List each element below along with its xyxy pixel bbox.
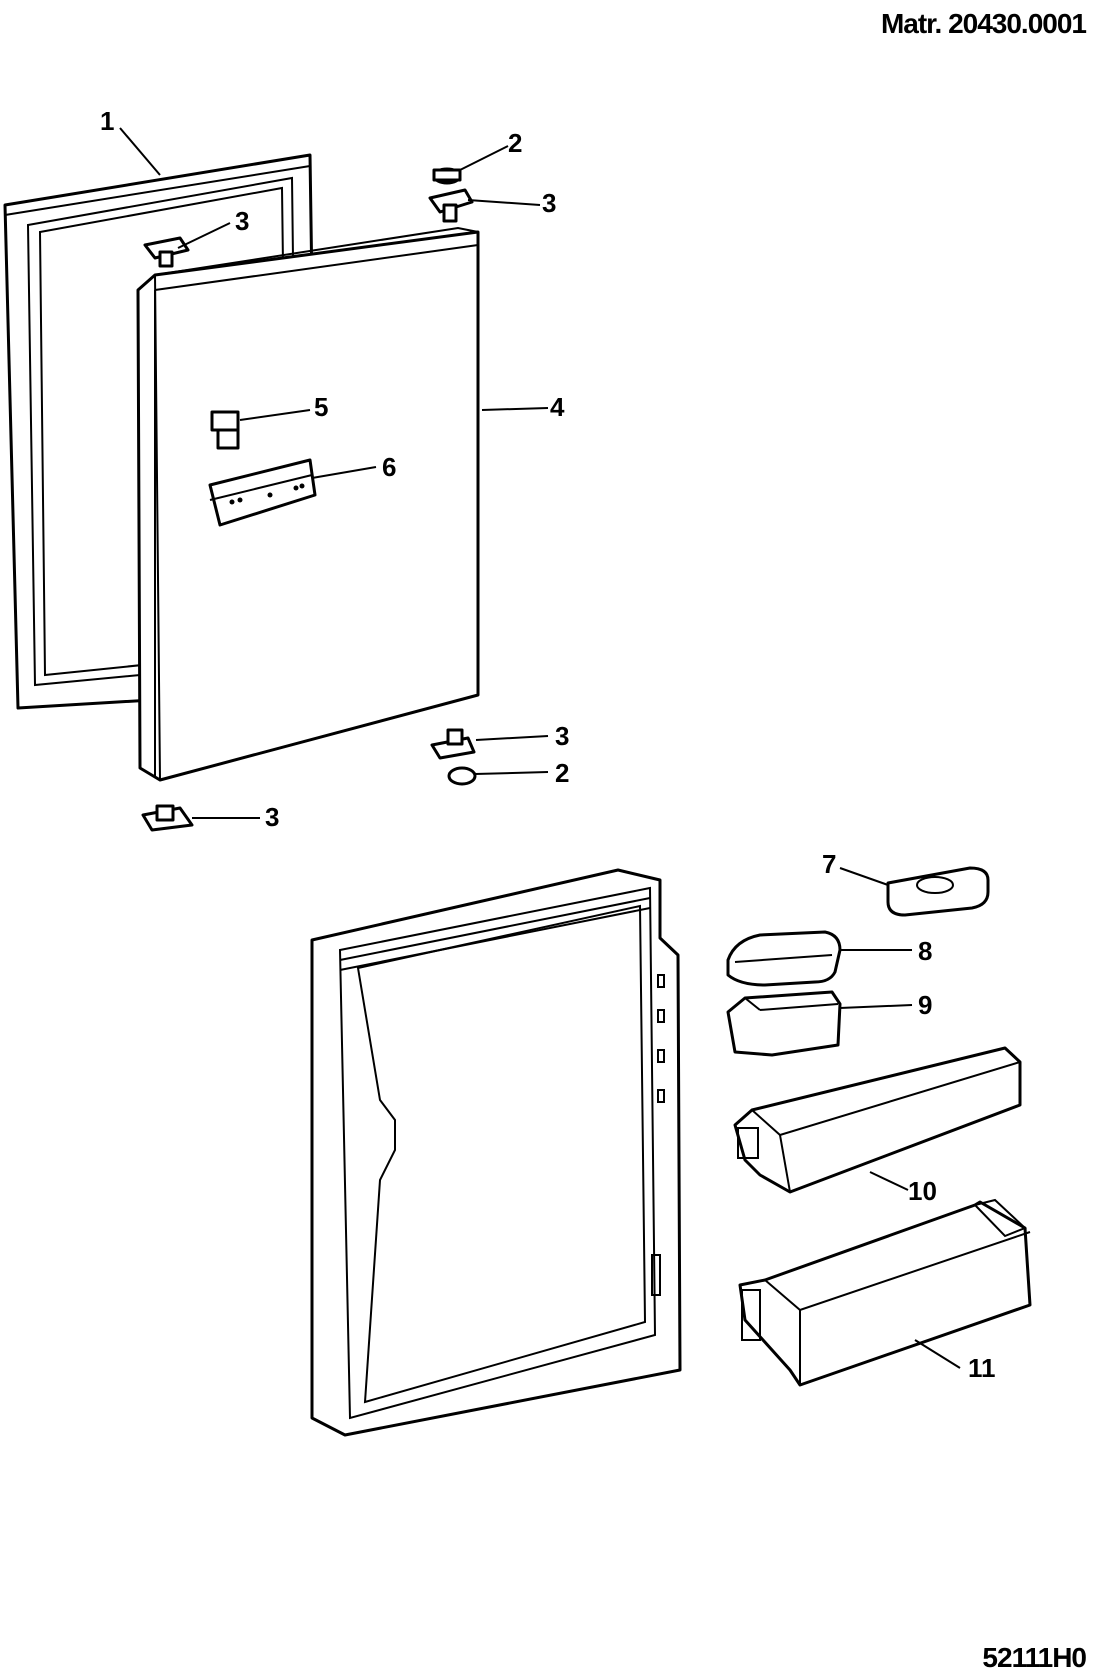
callout-7: 7 [822,849,836,879]
part-3-hinge-bottom-left [141,804,194,832]
part-4-freezer-door [136,226,480,782]
drawing-matr-number: Matr. 20430.0001 [880,8,1087,39]
callout-3-top-right: 3 [542,188,556,218]
leader-lines [119,127,961,1369]
callout-3-bottom-right: 3 [555,721,569,751]
callout-4: 4 [550,392,565,422]
part-6-handle-bracket [208,458,317,527]
callout-5: 5 [314,392,328,422]
callout-1: 1 [100,106,114,136]
callout-10: 10 [908,1176,937,1206]
callout-9: 9 [918,990,932,1020]
part-3-hinge-bottom-right [430,728,476,760]
callout-8: 8 [918,936,932,966]
drawing-code: 52111H0 [982,1642,1087,1673]
part-11-bottle-shelf [738,1198,1032,1387]
callout-3-top-left: 3 [235,206,249,236]
part-8-box-lid [726,930,842,987]
callout-11: 11 [968,1353,996,1383]
callout-6: 6 [382,452,396,482]
fridge-door-liner [310,868,682,1437]
part-2-bushing-top [432,167,462,185]
part-3-hinge-top-right [428,188,474,223]
callout-labels: 1 2 3 3 4 5 6 3 2 3 7 8 9 10 11 [100,106,996,1383]
part-3-hinge-top-left [143,236,190,268]
part-2-bushing-bottom [447,766,477,786]
part-7-shelf-lid [886,866,990,917]
part-5-catch [210,410,240,450]
callout-3-bottom-left: 3 [265,802,279,832]
part-9-small-box [726,990,842,1057]
callout-2-top: 2 [508,128,522,158]
callout-2-bottom: 2 [555,758,569,788]
part-10-door-shelf [733,1046,1022,1194]
